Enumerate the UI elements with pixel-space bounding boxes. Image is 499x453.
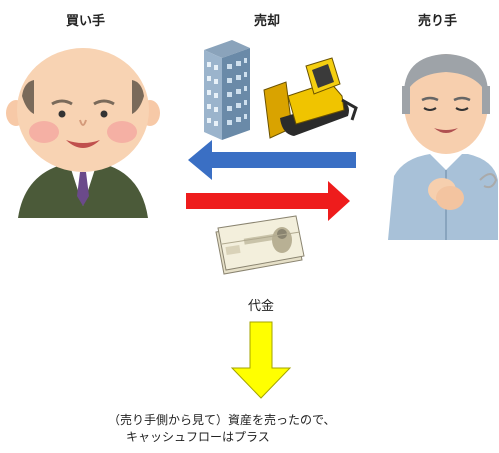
asset-flow-arrow-shape (188, 140, 356, 180)
buyer-label: 買い手 (66, 14, 106, 29)
result-arrow-shape (230, 321, 292, 399)
payment-label: 代金 (248, 299, 275, 314)
sale-label: 売却 (254, 14, 281, 29)
seller-label: 売り手 (418, 14, 458, 29)
caption-line-1: （売り手側から見て）資産を売ったので、 (108, 413, 336, 427)
caption-line-2: キャッシュフローはプラス (126, 430, 270, 444)
money-flow-arrow-shape (186, 181, 350, 221)
